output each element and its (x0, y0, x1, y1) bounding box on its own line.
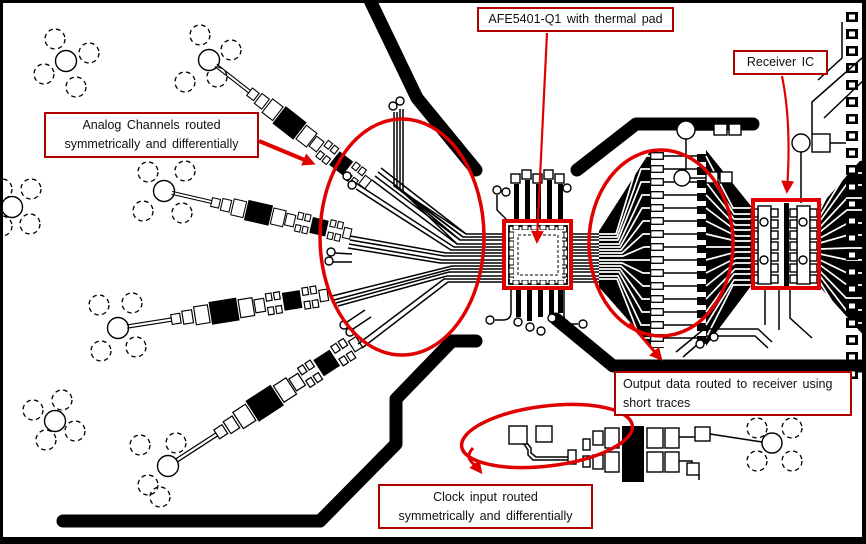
below-receiver-traces (675, 290, 813, 358)
analog-channels (106, 48, 376, 478)
callout-afe5401-text: AFE5401-Q1 with thermal pad (488, 12, 663, 26)
receiver-highlight-box (751, 198, 821, 290)
signal-bus-left (324, 96, 505, 349)
arrow-afe (530, 32, 549, 244)
ellipse-clock-region (459, 402, 635, 470)
callout-output-data: Output data routed to receiver using sho… (614, 371, 852, 416)
clock-circuit (508, 425, 783, 482)
callout-afe5401: AFE5401-Q1 with thermal pad (477, 7, 674, 32)
callout-clock-input: Clock input routed symmetrically and dif… (378, 484, 593, 529)
callout-receiver-ic-text: Receiver IC (746, 55, 815, 69)
callout-analog-channels: Analog Channels routed symmetrically and… (44, 112, 259, 158)
callout-clock-line1: Clock input routed (433, 489, 538, 504)
callout-receiver-ic: Receiver IC (733, 50, 828, 75)
annotation-overlay (258, 32, 821, 475)
analog-channel-4 (168, 330, 367, 472)
top-right-components (673, 120, 846, 203)
mounting-holes (0, 24, 803, 508)
arrow-receiver (780, 75, 795, 194)
ellipse-output-region (587, 148, 735, 338)
ellipse-analog-region (318, 117, 486, 357)
arrow-output (628, 322, 663, 361)
output-fan (571, 150, 751, 348)
right-edge-routing (811, 12, 866, 386)
receiver-footprint (750, 203, 818, 289)
callout-clock-line2: symmetrically and differentially (398, 508, 573, 523)
callout-analog-line2: symmetrically and differentially (64, 137, 239, 151)
callout-output-line1: Output data routed to receiver using (623, 376, 833, 391)
arrow-analog (258, 139, 316, 166)
arrow-clock (467, 446, 483, 475)
analog-channel-3 (124, 282, 331, 339)
callout-analog-line1: Analog Channels routed (82, 118, 221, 132)
chip-footprint (485, 169, 588, 336)
callout-output-line2: short traces (623, 395, 691, 410)
